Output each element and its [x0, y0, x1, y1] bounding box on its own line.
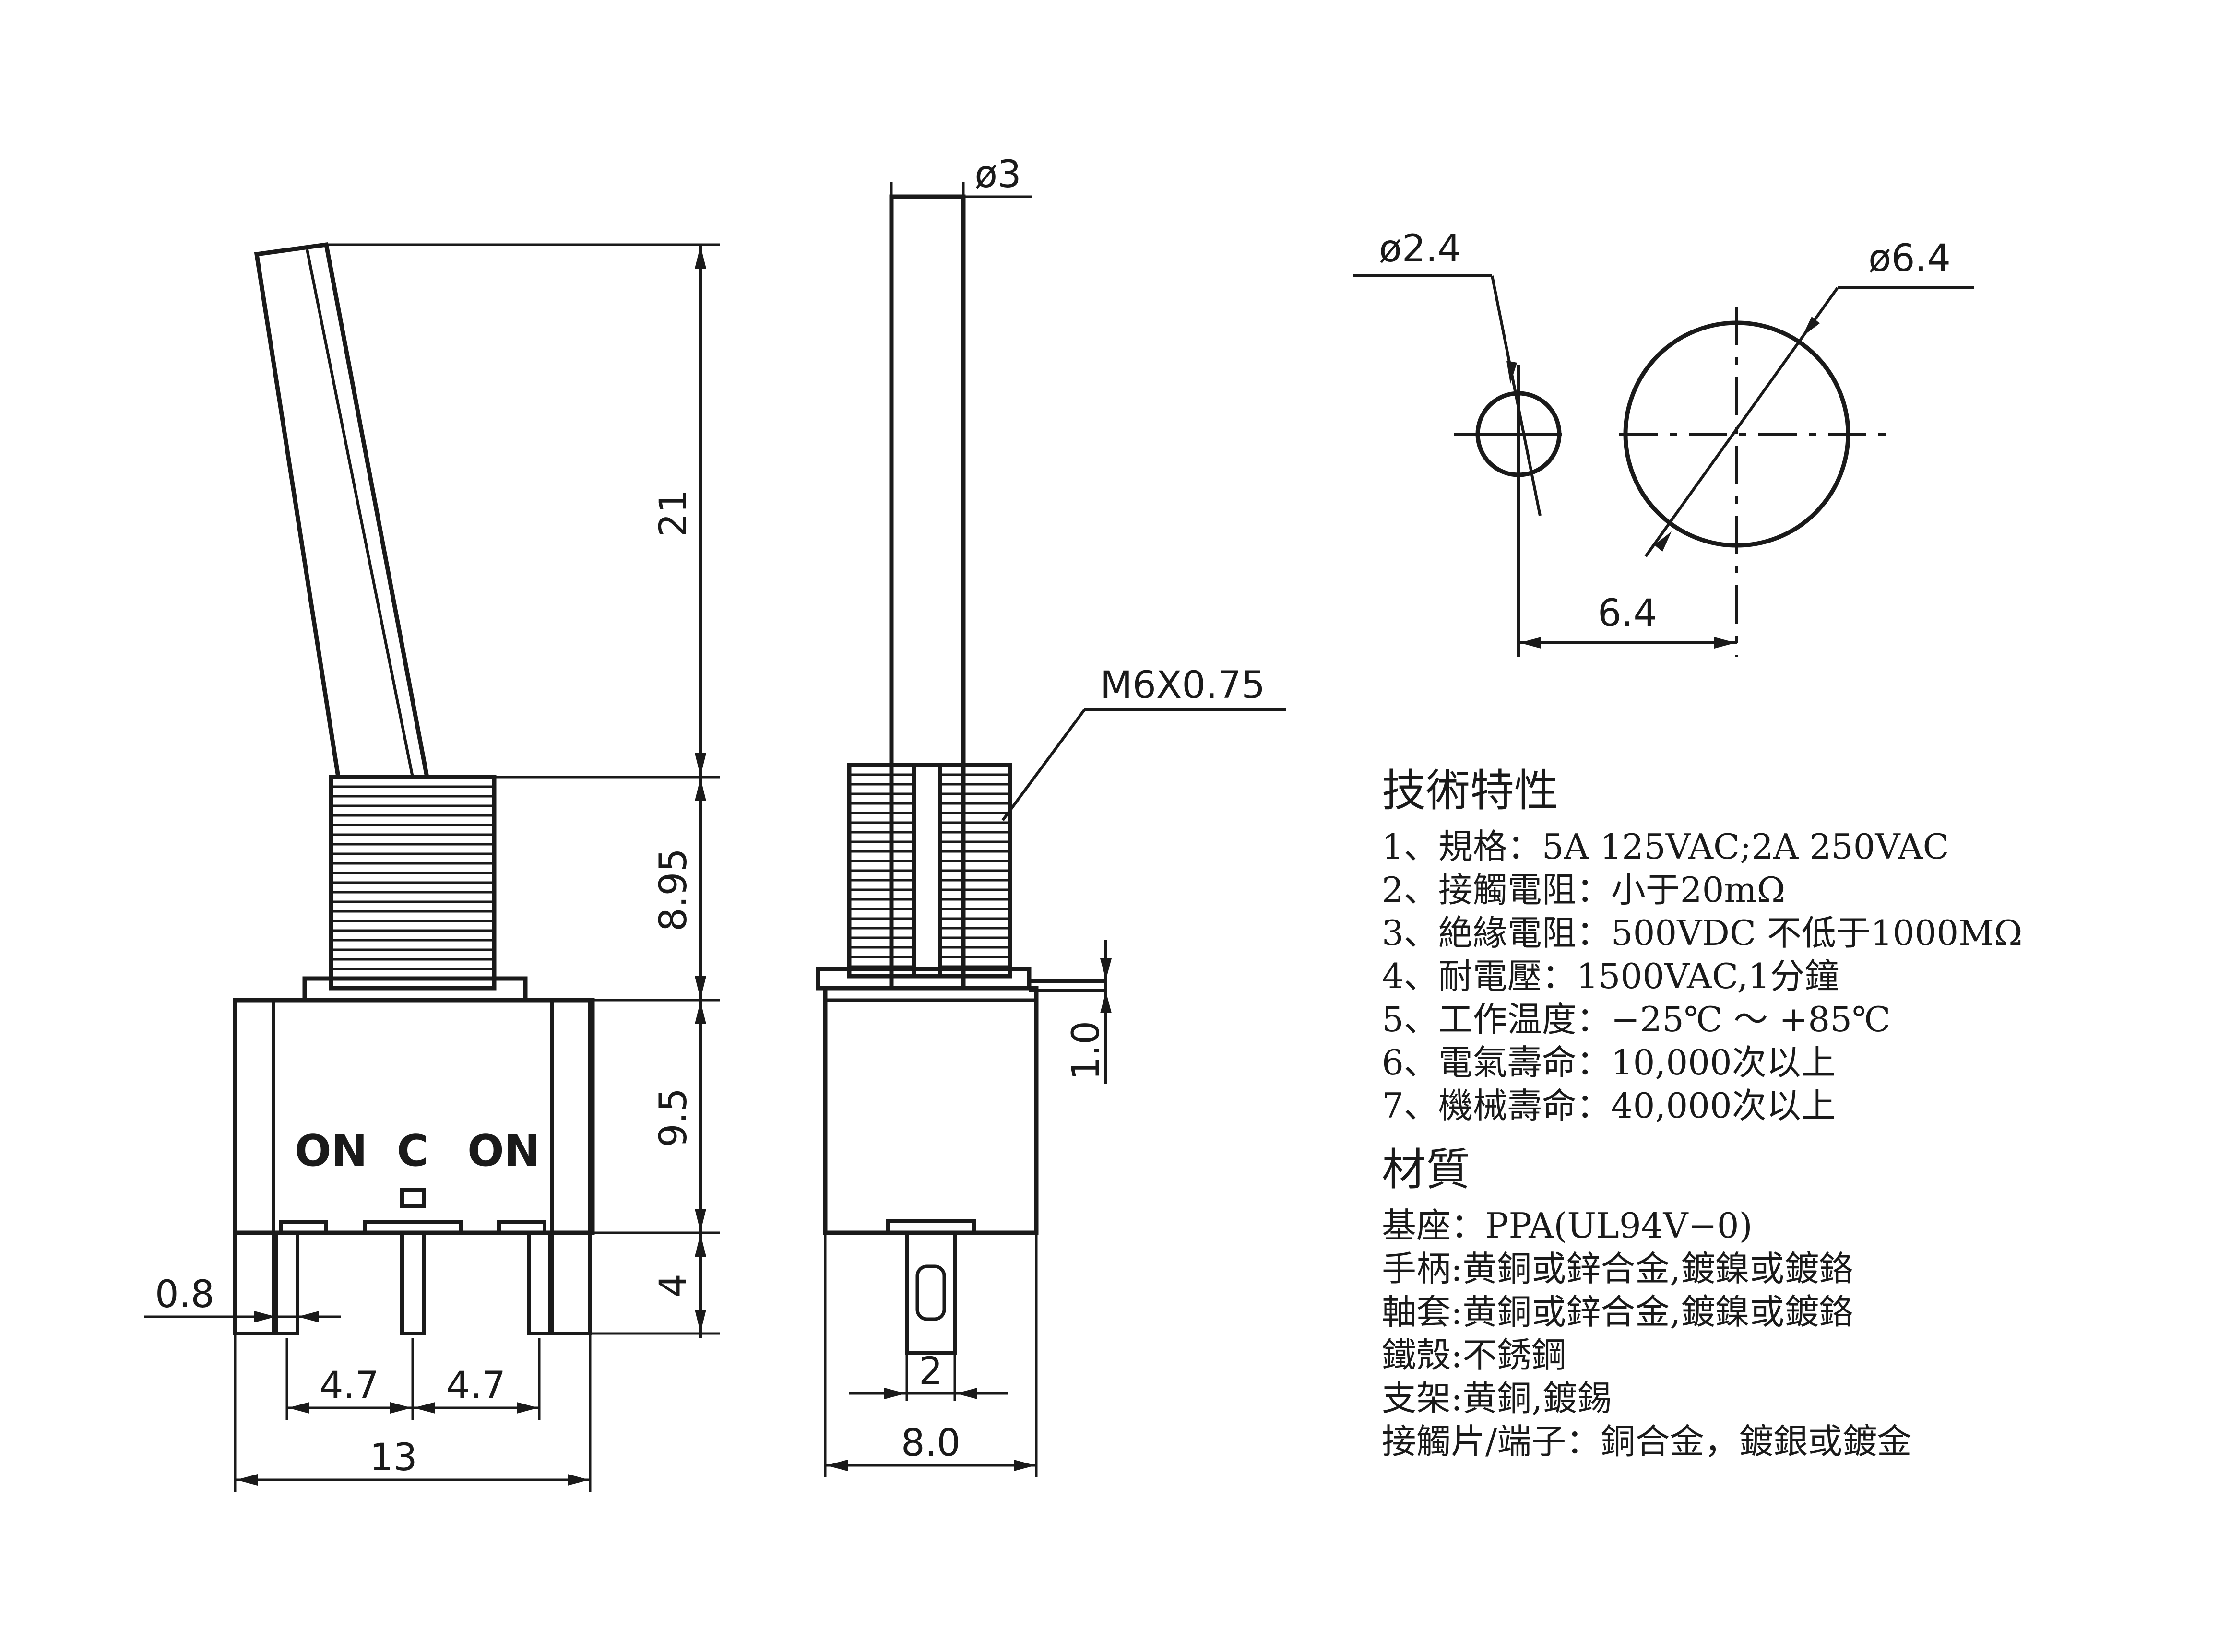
- dim-body-height: 9.5: [652, 1088, 695, 1147]
- dim-side-terminal-width-lines: [849, 1353, 1008, 1401]
- panel-cutout: ø2.4 ø6.4 6.4: [1353, 227, 1974, 657]
- dim-pitch-lines: [285, 1338, 541, 1420]
- terminal-right: [527, 1231, 552, 1335]
- spec-item: 3、絶緣電阻：500VDC 不低于1000MΩ: [1382, 913, 2023, 953]
- material-item: 軸套:黄銅或鋅合金,鍍鎳或鍍鉻: [1382, 1292, 1853, 1332]
- dim-handle-height: 21: [652, 489, 695, 537]
- dim-center-distance: 6.4: [1598, 592, 1657, 635]
- dim-large-hole: ø6.4: [1868, 237, 1951, 280]
- material-item: 基座：PPA(UL94V−0): [1382, 1205, 1753, 1246]
- spec-item: 6、電氣壽命：10,000次以上: [1382, 1042, 1836, 1083]
- terminal-center: [400, 1231, 426, 1335]
- dim-bushing-height: 8.95: [652, 848, 695, 932]
- materials-title: 材質: [1382, 1144, 1470, 1195]
- dim-handle-diameter: ø3: [974, 153, 1021, 196]
- dim-small-hole: ø2.4: [1379, 227, 1461, 271]
- spec-item: 5、工作温度：−25℃ ～ +85℃: [1382, 999, 1891, 1039]
- material-item: 手柄:黄銅或鋅合金,鍍鎳或鍍鉻: [1382, 1249, 1853, 1289]
- front-view: ON C ON 21 8.95 9.5 4: [144, 242, 720, 1492]
- dim-plate-thickness-lines: [1100, 940, 1112, 1084]
- material-item: 接觸片/端子：銅合金，鍍銀或鍍金: [1382, 1421, 1911, 1462]
- front-vertical-dimension: [326, 243, 720, 1338]
- specs-title: 技術特性: [1382, 765, 1558, 816]
- spec-item: 1、規格：5A 125VAC;2A 250VAC: [1382, 826, 1949, 867]
- c-marker-square: [400, 1188, 426, 1208]
- front-handle: [254, 242, 430, 779]
- dim-handle-diameter-lines: [890, 182, 1032, 225]
- label-on-right: ON: [467, 1126, 540, 1176]
- dim-terminal-length: 4: [652, 1274, 695, 1298]
- spec-item: 4、耐電壓：1500VAC,1分鐘: [1382, 956, 1839, 996]
- front-bushing: [329, 775, 497, 991]
- dim-thread: M6X0.75: [1100, 664, 1265, 707]
- front-body: [233, 998, 595, 1235]
- label-on-left: ON: [295, 1126, 368, 1176]
- dim-pitch-right: 4.7: [446, 1364, 506, 1407]
- specs-section: 技術特性 1、規格：5A 125VAC;2A 250VAC 2、接觸電阻：小于2…: [1382, 765, 2023, 1126]
- material-item: 鐵殼:不銹鋼: [1382, 1335, 1566, 1375]
- dim-plate-thickness: 1.0: [1065, 1021, 1108, 1080]
- side-body: [823, 986, 1039, 1235]
- side-terminal: [905, 1231, 957, 1355]
- material-item: 支架:黄銅,鍍錫: [1382, 1378, 1612, 1418]
- dim-body-width-lines: [234, 1333, 592, 1492]
- spec-item: 2、接觸電阻：小于20mΩ: [1382, 870, 1785, 910]
- dim-side-body-width-lines: [824, 1233, 1038, 1477]
- spec-item: 7、機械壽命：40,000次以上: [1382, 1086, 1836, 1126]
- dim-side-terminal-width: 2: [919, 1350, 943, 1393]
- dim-pitch-left: 4.7: [320, 1364, 379, 1407]
- dim-side-body-width: 8.0: [901, 1422, 961, 1465]
- dim-terminal-width: 0.8: [155, 1273, 214, 1316]
- label-c: C: [397, 1126, 428, 1176]
- side-bushing: [847, 763, 1012, 979]
- dim-body-width: 13: [369, 1436, 417, 1479]
- materials-section: 材質 基座：PPA(UL94V−0) 手柄:黄銅或鋅合金,鍍鎳或鍍鉻 軸套:黄銅…: [1382, 1144, 1911, 1462]
- terminal-left: [274, 1231, 299, 1335]
- dim-terminal-width-lines: [144, 1311, 341, 1322]
- side-view: ø3 M6X0.75 1.0: [816, 153, 1286, 1477]
